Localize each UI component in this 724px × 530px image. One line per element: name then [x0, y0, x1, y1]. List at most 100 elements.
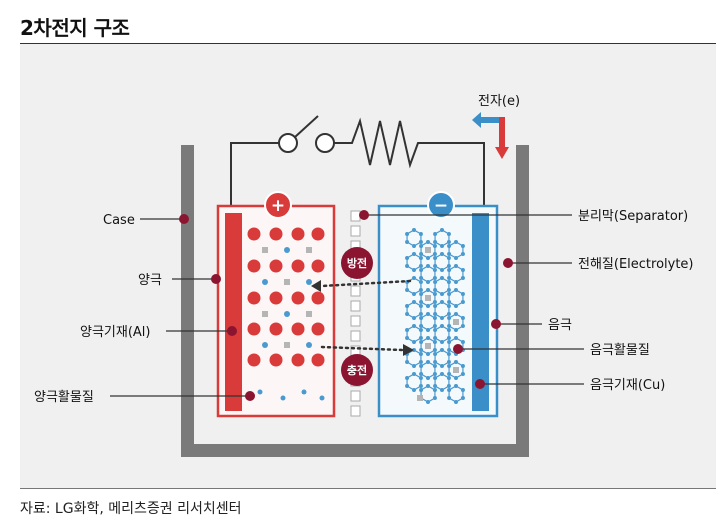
- carbon-atom: [440, 364, 444, 368]
- carbon-atom: [418, 288, 423, 292]
- carbon-atom: [418, 384, 423, 388]
- carbon-atom: [405, 304, 410, 308]
- carbon-atom: [440, 340, 444, 344]
- external-circuit: [230, 115, 485, 205]
- separator-segment: [350, 210, 361, 222]
- anode-collector-label: 음극기재(Cu): [590, 378, 665, 393]
- carbon-atom: [426, 360, 430, 364]
- carbon-atom: [433, 384, 438, 388]
- carbon-atom: [412, 276, 416, 280]
- separator-segment: [350, 390, 361, 402]
- carbon-atom: [447, 268, 452, 272]
- carbon-atom: [418, 264, 423, 268]
- carbon-atom: [454, 312, 458, 316]
- carbon-atom: [418, 280, 423, 284]
- cathode-collector-label: 양극기재(Al): [80, 325, 151, 340]
- carbon-atom: [405, 256, 410, 260]
- plus-sign: +: [271, 196, 285, 216]
- cathode-active-label: 양극활물질: [34, 390, 94, 405]
- carbon-atom: [460, 372, 465, 376]
- carbon-atom: [405, 360, 410, 364]
- anode-label: 음극: [548, 318, 572, 333]
- lithium-ion: [425, 247, 431, 253]
- electrolyte-label: 전해질(Electrolyte): [578, 257, 694, 272]
- carbon-atom: [432, 324, 437, 328]
- anode-graphite-lattice: [405, 228, 465, 404]
- carbon-atom: [432, 252, 437, 256]
- title-rule: [20, 43, 716, 44]
- charge-label: 충전: [347, 363, 367, 377]
- carbon-atom: [432, 276, 437, 280]
- carbon-atom: [405, 384, 410, 388]
- carbon-atom: [447, 340, 452, 344]
- carbon-atom: [419, 364, 424, 368]
- cathode-particle: [291, 353, 305, 367]
- carbon-atom: [412, 340, 416, 344]
- cathode-particle: [247, 227, 261, 241]
- carbon-atom: [419, 316, 424, 320]
- carbon-atom: [447, 244, 452, 248]
- separator-segment: [350, 405, 361, 417]
- carbon-atom: [446, 240, 451, 244]
- carbon-atom: [433, 376, 438, 380]
- carbon-atom: [426, 280, 430, 284]
- carbon-atom: [460, 388, 465, 392]
- carbon-atom: [454, 376, 458, 380]
- lithium-ion: [417, 395, 423, 401]
- carbon-atom: [432, 388, 437, 392]
- carbon-atom: [447, 316, 452, 320]
- carbon-atom: [426, 264, 430, 268]
- electron-flow-arrows: [472, 112, 509, 159]
- cathode-label: 양극: [138, 273, 162, 288]
- lithium-ion: [262, 311, 268, 317]
- carbon-atom: [412, 292, 416, 296]
- carbon-atom: [454, 336, 458, 340]
- cathode-particle: [269, 259, 283, 273]
- source-note: 자료: LG화학, 메리츠증권 리서치센터: [20, 501, 242, 517]
- lithium-ion: [257, 389, 263, 395]
- carbon-atom: [454, 384, 458, 388]
- carbon-atom: [432, 348, 437, 352]
- carbon-atom: [426, 400, 430, 404]
- anode-electrode: [377, 204, 499, 418]
- carbon-atom: [446, 304, 451, 308]
- carbon-atom: [418, 360, 423, 364]
- carbon-atom: [454, 360, 458, 364]
- lithium-ion: [306, 311, 312, 317]
- charge-badge: 충전: [341, 354, 373, 386]
- carbon-atom: [405, 336, 410, 340]
- carbon-atom: [433, 336, 438, 340]
- carbon-atom: [432, 340, 437, 344]
- carbon-atom: [446, 264, 451, 268]
- carbon-atom: [418, 376, 423, 380]
- carbon-atom: [432, 372, 437, 376]
- carbon-atom: [433, 232, 438, 236]
- carbon-atom: [440, 228, 444, 232]
- cathode-particle: [269, 353, 283, 367]
- carbon-atom: [405, 288, 410, 292]
- carbon-atom: [412, 252, 416, 256]
- carbon-atom: [447, 300, 452, 304]
- carbon-atom: [460, 268, 465, 272]
- carbon-atom: [460, 276, 465, 280]
- carbon-atom: [432, 300, 437, 304]
- separator-label: 분리막(Separator): [578, 209, 688, 224]
- carbon-atom: [447, 252, 452, 256]
- carbon-atom: [418, 328, 423, 332]
- carbon-atom: [454, 288, 458, 292]
- carbon-atom: [460, 292, 465, 296]
- carbon-atom: [446, 384, 451, 388]
- carbon-atom: [446, 336, 451, 340]
- carbon-atom: [418, 240, 423, 244]
- carbon-atom: [419, 324, 424, 328]
- cathode-particle: [311, 259, 325, 273]
- case-label: Case: [103, 213, 135, 228]
- carbon-atom: [440, 252, 444, 256]
- lithium-ion: [262, 279, 268, 285]
- cathode-active-particles: [247, 227, 325, 401]
- carbon-atom: [433, 256, 438, 260]
- carbon-atom: [447, 372, 452, 376]
- separator-segment: [350, 315, 361, 327]
- carbon-atom: [440, 292, 444, 296]
- carbon-atom: [447, 324, 452, 328]
